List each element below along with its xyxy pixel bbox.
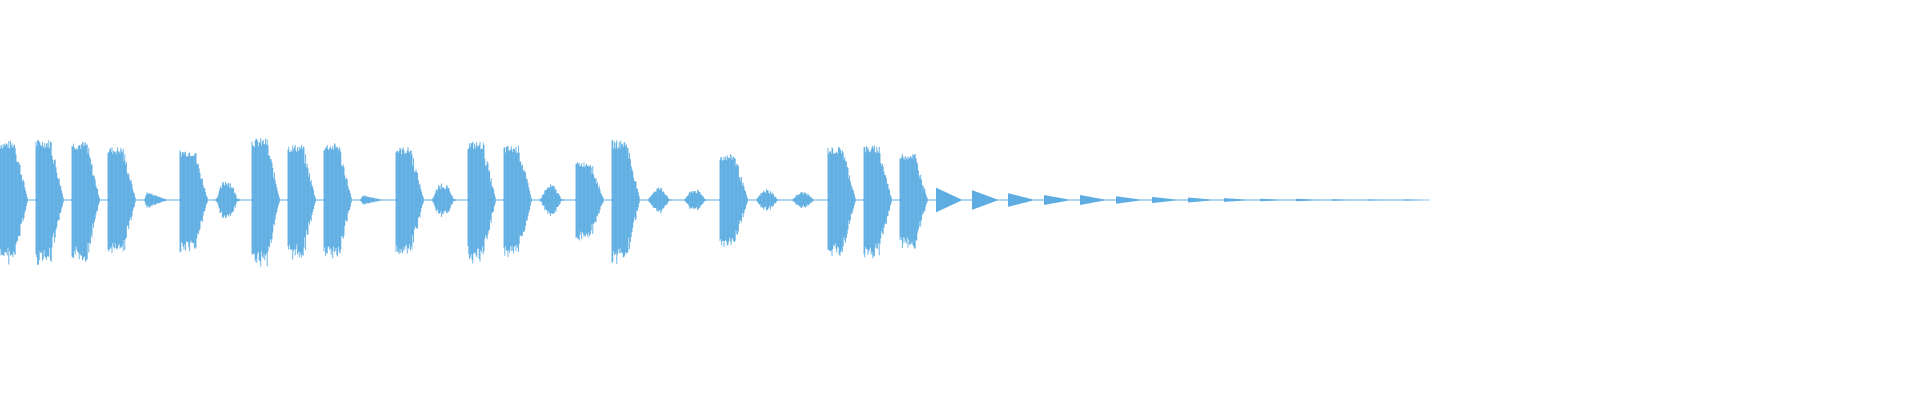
waveform-tail-blip	[1116, 196, 1142, 204]
waveform-segment	[179, 150, 208, 253]
waveform-segment	[107, 147, 136, 254]
waveform-tail-blip	[1404, 199, 1430, 201]
waveform-segment	[791, 191, 816, 209]
waveform-tail-blip	[1188, 197, 1214, 203]
waveform-segment	[215, 181, 240, 219]
waveform-segment	[647, 187, 672, 214]
waveform-segment	[287, 144, 316, 260]
waveform-tail-blip	[972, 190, 998, 210]
waveform-segment	[1224, 198, 1250, 202]
waveform-tail-blip	[1296, 198, 1322, 202]
waveform-tail-blip	[936, 187, 962, 213]
waveform-segment	[323, 143, 352, 259]
waveform-segment	[539, 184, 564, 217]
waveform-segment	[683, 189, 708, 211]
waveform-segment	[359, 195, 384, 205]
waveform-segment	[611, 139, 640, 265]
waveform-tail-blip	[1260, 198, 1286, 202]
waveform-tail-blip	[1224, 198, 1250, 202]
waveform-segment	[1404, 199, 1430, 201]
waveform-tail-blip	[1008, 193, 1034, 207]
waveform-segment	[143, 192, 168, 208]
waveform-segment	[503, 145, 532, 257]
waveform-segment	[1116, 196, 1142, 204]
waveform-segment	[827, 147, 856, 257]
waveform-segment	[1008, 193, 1034, 207]
waveform-segment	[863, 145, 892, 259]
waveform-segment	[575, 161, 604, 241]
waveform-segment	[936, 187, 962, 213]
waveform-segment	[972, 190, 998, 210]
waveform-segment	[0, 140, 28, 265]
waveform-segment	[755, 189, 780, 211]
waveform-tail-blip	[1368, 199, 1394, 201]
waveform-segment	[1152, 196, 1178, 204]
waveform-segment	[899, 153, 928, 249]
waveform-tail-blip	[1152, 196, 1178, 204]
waveform-segment	[71, 141, 100, 262]
waveform-tail-blip	[1332, 199, 1358, 201]
waveform-tail-blip	[1080, 195, 1106, 205]
waveform-segment	[251, 138, 280, 267]
waveform-segment	[1368, 199, 1394, 201]
waveform-segment	[1188, 197, 1214, 203]
waveform-segment	[1260, 198, 1286, 202]
waveform-segment	[395, 146, 424, 254]
waveform-segment	[35, 139, 64, 266]
waveform-segment	[1296, 198, 1322, 202]
waveform-segment	[719, 154, 748, 247]
waveform-segment	[1044, 195, 1070, 205]
waveform-segment	[1332, 199, 1358, 201]
waveform-segment	[431, 183, 456, 218]
waveform-tail-blip	[1044, 195, 1070, 205]
waveform-segment	[467, 141, 496, 264]
waveform-segment	[1080, 195, 1106, 205]
